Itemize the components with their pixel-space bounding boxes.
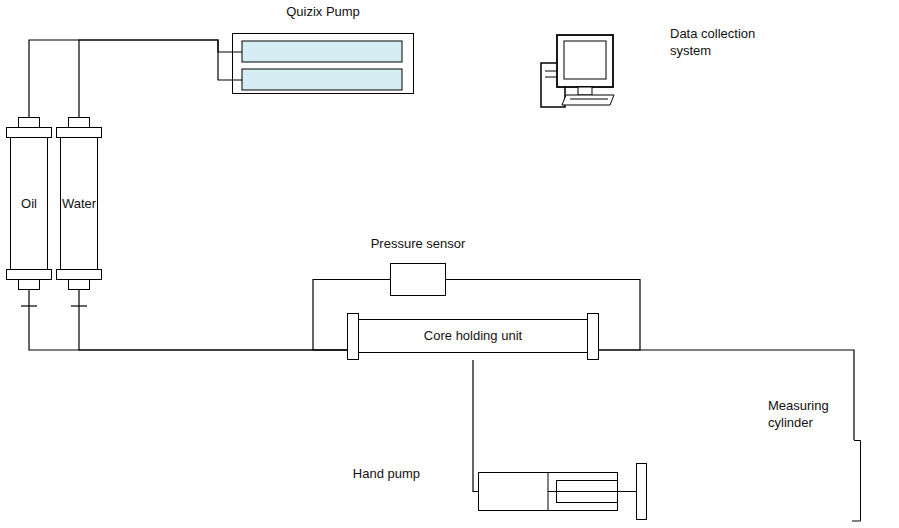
node-outline bbox=[540, 33, 616, 109]
valve-bar bbox=[71, 305, 87, 306]
node-label: Core holding unit bbox=[347, 328, 599, 345]
pipe-line bbox=[29, 40, 232, 117]
node-outline bbox=[232, 33, 414, 94]
pipe-line bbox=[79, 290, 347, 350]
node-label: Hand pump bbox=[353, 466, 420, 483]
node-label: Oil bbox=[6, 195, 52, 212]
measuring-cylinder: Measuring cylinder bbox=[846, 440, 862, 522]
water-vessel: Water bbox=[56, 117, 102, 290]
node-outline bbox=[846, 440, 862, 522]
pipe-line bbox=[29, 290, 347, 350]
sensor-box: Pressure sensor bbox=[390, 263, 446, 296]
node-label: Water bbox=[56, 195, 102, 212]
node-label: Data collection system bbox=[670, 26, 790, 60]
pipe-line bbox=[473, 360, 478, 492]
oil-vessel: Oil bbox=[6, 117, 52, 290]
node-label: Pressure sensor bbox=[371, 236, 466, 253]
pipe-line bbox=[79, 40, 232, 117]
hand-pump: Hand pump bbox=[478, 463, 648, 520]
node-outline bbox=[478, 463, 648, 520]
node-outline bbox=[390, 263, 446, 296]
pipe-line bbox=[599, 350, 854, 440]
node-label: Quizix Pump bbox=[286, 4, 360, 21]
node-label: Measuring cylinder bbox=[768, 398, 848, 432]
computer-icon: Data collection system bbox=[540, 33, 616, 109]
valve-bar bbox=[21, 305, 37, 306]
core-holder: Core holding unit bbox=[347, 313, 599, 360]
pump-box: Quizix Pump bbox=[232, 33, 414, 94]
